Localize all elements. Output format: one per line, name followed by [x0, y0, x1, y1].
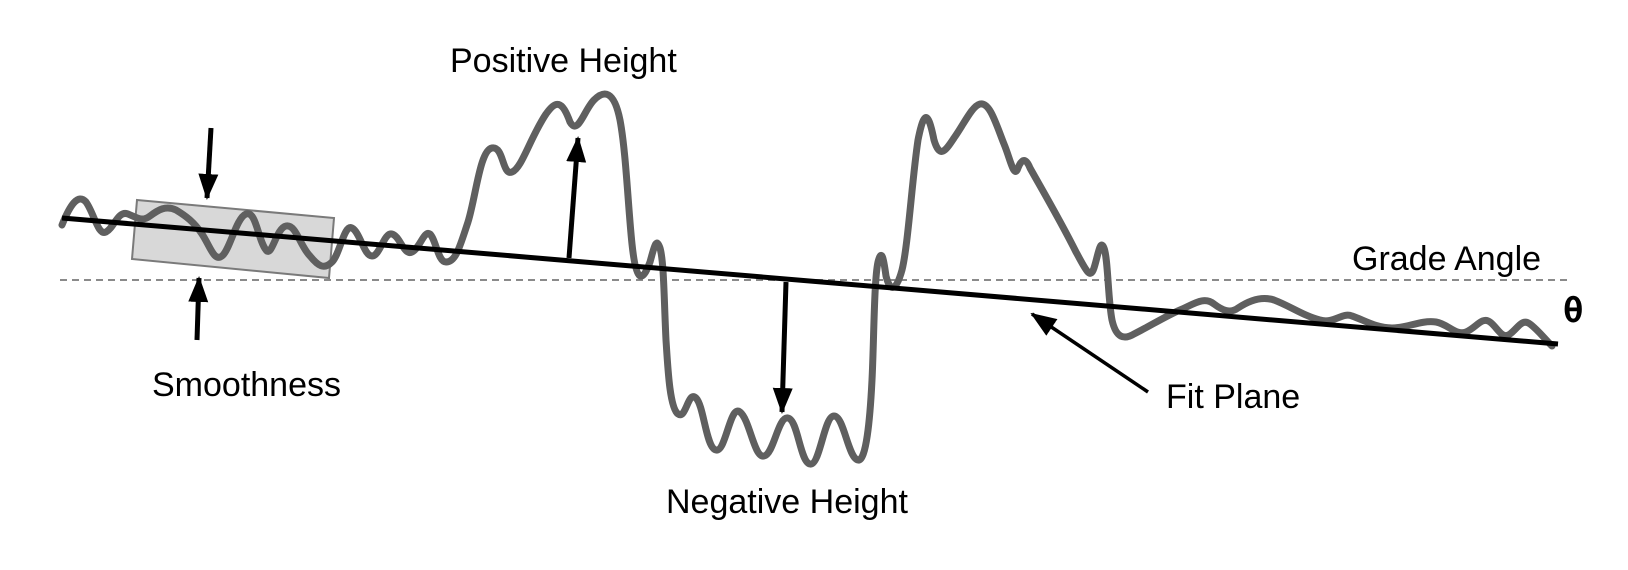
negative-height-label: Negative Height: [666, 483, 908, 521]
theta-label: θ: [1563, 291, 1583, 331]
positive-height-label: Positive Height: [450, 42, 677, 80]
fit-plane-line: [61, 215, 1559, 347]
smoothness-top-arrow: [198, 127, 219, 200]
smoothness-label: Smoothness: [152, 366, 341, 404]
fit-plane-label: Fit Plane: [1166, 378, 1300, 416]
fit-plane-arrow: [1030, 312, 1149, 394]
negative-height-arrow: [772, 281, 793, 414]
positive-height-arrow: [566, 136, 587, 259]
surface-profile-line: [58, 90, 1556, 468]
smoothness-bottom-arrow: [188, 276, 209, 341]
grade-angle-label: Grade Angle: [1352, 240, 1541, 278]
